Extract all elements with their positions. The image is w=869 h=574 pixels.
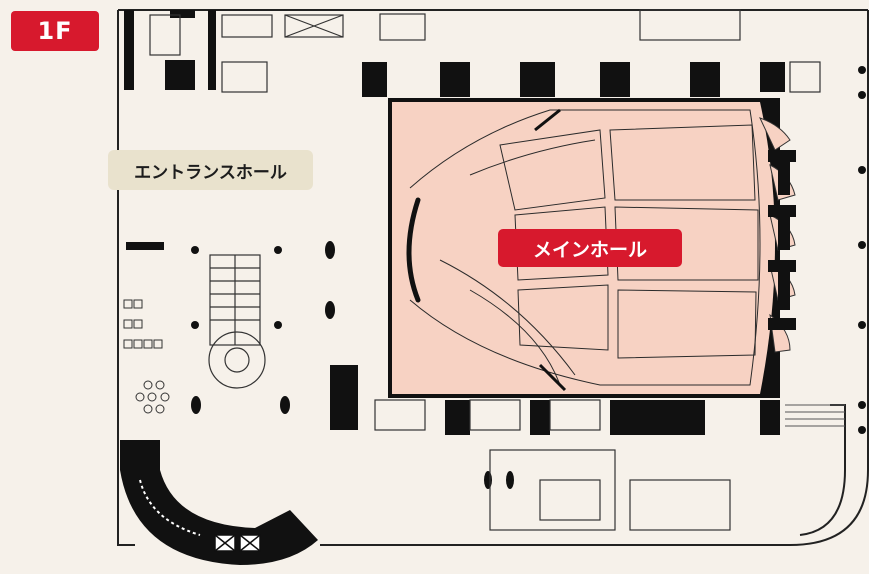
floor-badge: 1F	[11, 11, 99, 51]
hall-side-pillars	[768, 150, 796, 330]
upper-rooms	[149, 9, 821, 531]
elevator-boxes	[214, 534, 261, 552]
corner-curved-wall	[120, 440, 318, 565]
corner-stair	[139, 479, 201, 536]
hall-aisle-lines	[534, 108, 567, 392]
stage-edge	[406, 197, 421, 303]
entrance-hall-label[interactable]: エントランスホール	[108, 150, 313, 190]
right-steps	[785, 404, 845, 427]
hall-seating	[409, 109, 761, 386]
entrance-stair	[208, 254, 266, 389]
wall-blocks	[124, 10, 785, 435]
main-hall-label[interactable]: メインホール	[498, 229, 682, 267]
seating-cluster	[123, 299, 170, 414]
right-curved-edge	[799, 404, 846, 536]
